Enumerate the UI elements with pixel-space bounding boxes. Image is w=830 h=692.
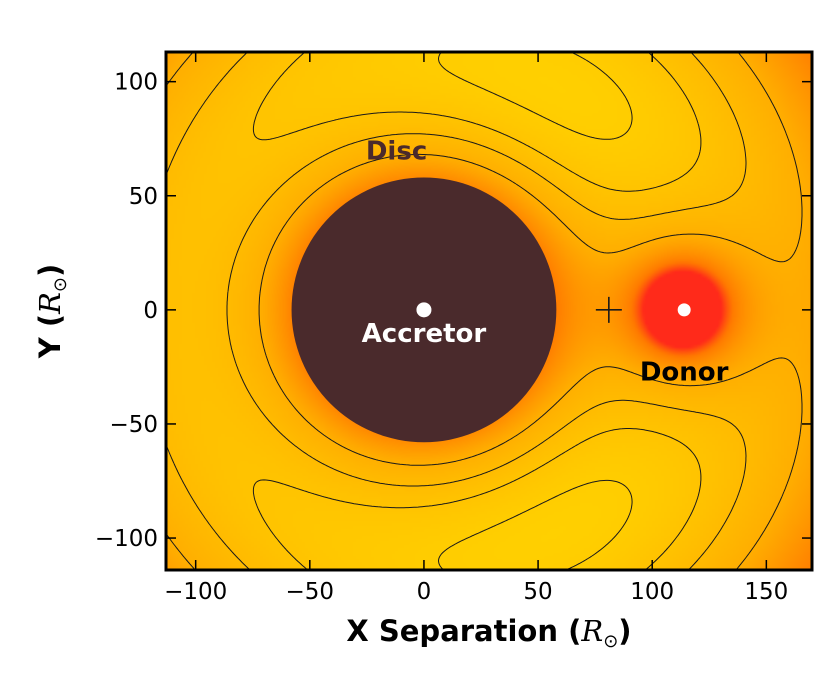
x-tick-label: −50 <box>286 579 335 605</box>
contour-line-4 <box>166 52 803 570</box>
x-axis-ticks: −100 −50 0 50 100 150 <box>164 52 788 605</box>
x-tick-label: 100 <box>630 579 674 605</box>
y-tick-label: 0 <box>143 298 158 324</box>
equipotential-contours <box>166 52 803 570</box>
y-tick-label: 100 <box>114 70 158 96</box>
x-tick-label: 0 <box>417 579 432 605</box>
donor-point <box>677 303 691 317</box>
x-tick-label: 50 <box>523 579 552 605</box>
y-tick-label: −50 <box>109 412 158 438</box>
accretor-label: Accretor <box>362 319 487 349</box>
disc-label: Disc <box>366 136 427 166</box>
y-axis-ticks: −100 −50 0 50 100 <box>95 70 812 552</box>
x-axis-title: X Separation (R⊙) <box>346 614 631 652</box>
x-tick-label: −100 <box>164 579 227 605</box>
plot-frame <box>164 50 814 572</box>
contour-line-1 <box>438 52 633 570</box>
y-axis-title: Y (R⊙) <box>33 264 71 360</box>
l1-point-marker <box>595 296 622 323</box>
y-tick-label: 50 <box>129 184 158 210</box>
contour-line-3 <box>166 52 747 570</box>
donor-label: Donor <box>640 358 729 388</box>
y-tick-label: −100 <box>95 526 158 552</box>
accretor-point <box>416 302 432 318</box>
x-tick-label: 150 <box>744 579 788 605</box>
